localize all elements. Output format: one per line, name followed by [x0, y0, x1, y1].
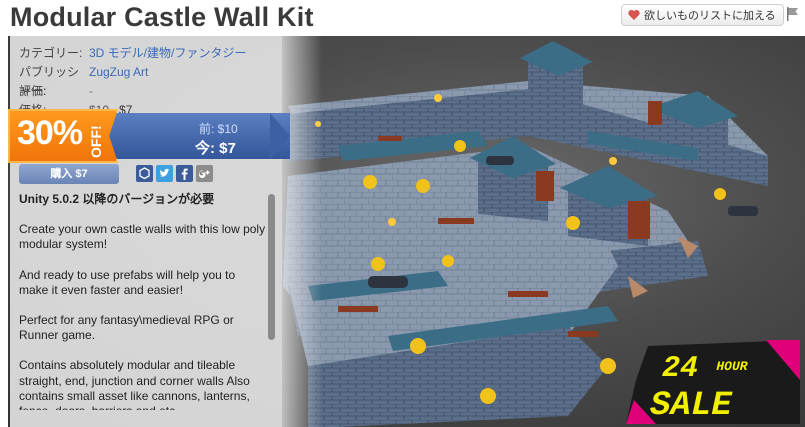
- wishlist-label: 欲しいものリストに加える: [644, 10, 776, 22]
- flag-icon[interactable]: [785, 6, 801, 22]
- unity-requirement: Unity 5.0.2 以降のバージョンが必要: [19, 192, 215, 206]
- facebook-glyph: [181, 168, 188, 180]
- description-paragraph: Contains absolutely modular and tileable…: [19, 358, 250, 410]
- product-meta: カテゴリー: 3D モデル/建物/ファンタジー パブリッシャー: ZugZug …: [19, 44, 246, 120]
- unity-share-glyph: [139, 167, 150, 180]
- sale-badge-number: 24: [658, 352, 701, 386]
- sale-banner-notch: [270, 113, 290, 159]
- product-description: Unity 5.0.2 以降のバージョンが必要 Create your own …: [19, 192, 267, 410]
- category-label: カテゴリー:: [19, 46, 83, 60]
- description-paragraph: Perfect for any fantasy\medieval RPG or …: [19, 313, 234, 343]
- discount-percent: 30%: [17, 114, 83, 152]
- info-panel: [10, 36, 282, 427]
- description-paragraph: And ready to use prefabs will help you t…: [19, 267, 236, 297]
- twitter-glyph: [159, 168, 170, 177]
- googleplus-glyph: [198, 170, 210, 178]
- publisher-row: パブリッシャー: ZugZug Art: [19, 63, 246, 98]
- rating-value: -: [89, 84, 93, 98]
- category-link[interactable]: 3D モデル/建物/ファンタジー: [89, 46, 247, 60]
- googleplus-icon[interactable]: [196, 165, 213, 182]
- rating-row: 評価: -: [19, 82, 246, 101]
- rating-label: 評価:: [19, 84, 47, 98]
- publisher-link[interactable]: ZugZug Art: [89, 65, 149, 79]
- title-bar: Modular Castle Wall Kit 欲しいものリストに加える: [0, 0, 805, 36]
- 24-hour-sale-badge: 24 HOUR SALE: [626, 340, 800, 424]
- page-title: Modular Castle Wall Kit: [10, 2, 314, 32]
- now-price: 今: $7: [195, 140, 236, 157]
- buy-button[interactable]: 購入 $7: [19, 164, 119, 184]
- facebook-icon[interactable]: [176, 165, 193, 182]
- discount-off-text: OFF!: [88, 125, 104, 158]
- sale-badge-sale: SALE: [646, 386, 736, 424]
- category-row: カテゴリー: 3D モデル/建物/ファンタジー: [19, 44, 246, 63]
- castle-render: [283, 41, 768, 427]
- publisher-label: パブリッシャー:: [19, 65, 80, 98]
- was-price: 前: $10: [199, 122, 238, 136]
- add-to-wishlist-button[interactable]: 欲しいものリストに加える: [621, 4, 784, 26]
- description-paragraph: Create your own castle walls with this l…: [19, 222, 266, 252]
- unity-icon[interactable]: [136, 165, 153, 182]
- heart-icon: [628, 9, 640, 20]
- scrollbar-thumb[interactable]: [268, 194, 275, 340]
- twitter-icon[interactable]: [156, 165, 173, 182]
- panel-fade: [282, 36, 322, 427]
- sale-badge-hour: HOUR: [715, 359, 749, 374]
